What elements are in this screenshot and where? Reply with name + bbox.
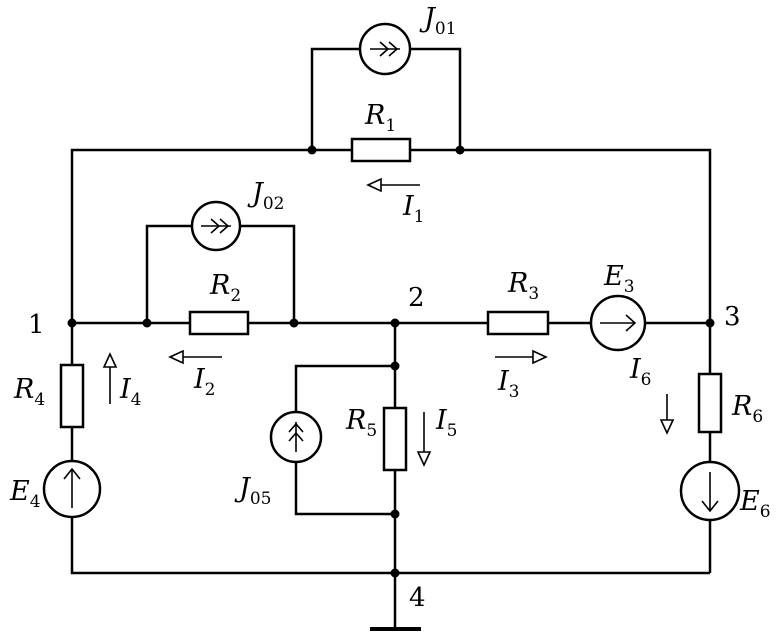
node-4-label: 4 [409, 583, 426, 613]
current-source-j02 [190, 200, 242, 252]
junction-dots [67, 145, 715, 578]
resistor-r6 [697, 372, 723, 434]
label-r3: R3 [507, 268, 539, 304]
resistor-r2 [188, 310, 250, 336]
resistor-r1 [350, 137, 412, 163]
arrow-i1 [366, 177, 420, 193]
node-3-label: 3 [724, 302, 741, 332]
resistor-r5 [382, 406, 408, 472]
voltage-source-e3 [589, 294, 647, 352]
label-r6: R6 [731, 391, 763, 427]
node-1-label: 1 [28, 310, 45, 340]
label-i4: I4 [119, 374, 142, 410]
label-i3: I3 [497, 366, 520, 402]
wires [70, 47, 712, 631]
label-i6: I6 [629, 354, 652, 390]
label-e3: E3 [603, 261, 635, 297]
resistor-r4 [59, 363, 85, 429]
current-source-j05 [269, 410, 323, 464]
label-e4: E4 [9, 476, 41, 512]
label-r1: R1 [364, 100, 396, 136]
label-r5: R5 [345, 405, 377, 441]
label-j01: J01 [419, 3, 456, 39]
label-r4: R4 [13, 374, 45, 410]
label-j02: J02 [247, 178, 284, 214]
arrow-i4 [102, 352, 118, 404]
label-e6: E6 [739, 486, 771, 522]
arrow-i2 [168, 349, 222, 365]
label-i1: I1 [402, 191, 425, 227]
arrow-i6 [659, 394, 675, 435]
arrow-i5 [416, 412, 432, 467]
label-j05: J05 [234, 473, 271, 509]
voltage-source-e6 [679, 460, 741, 522]
resistor-r3 [486, 310, 550, 336]
label-i2: I2 [193, 364, 216, 400]
node-2-label: 2 [408, 283, 425, 313]
current-source-j01 [358, 22, 412, 76]
label-i5: I5 [435, 405, 458, 441]
arrow-i3 [495, 349, 548, 365]
voltage-source-e4 [42, 459, 102, 519]
label-r2: R2 [209, 270, 241, 306]
